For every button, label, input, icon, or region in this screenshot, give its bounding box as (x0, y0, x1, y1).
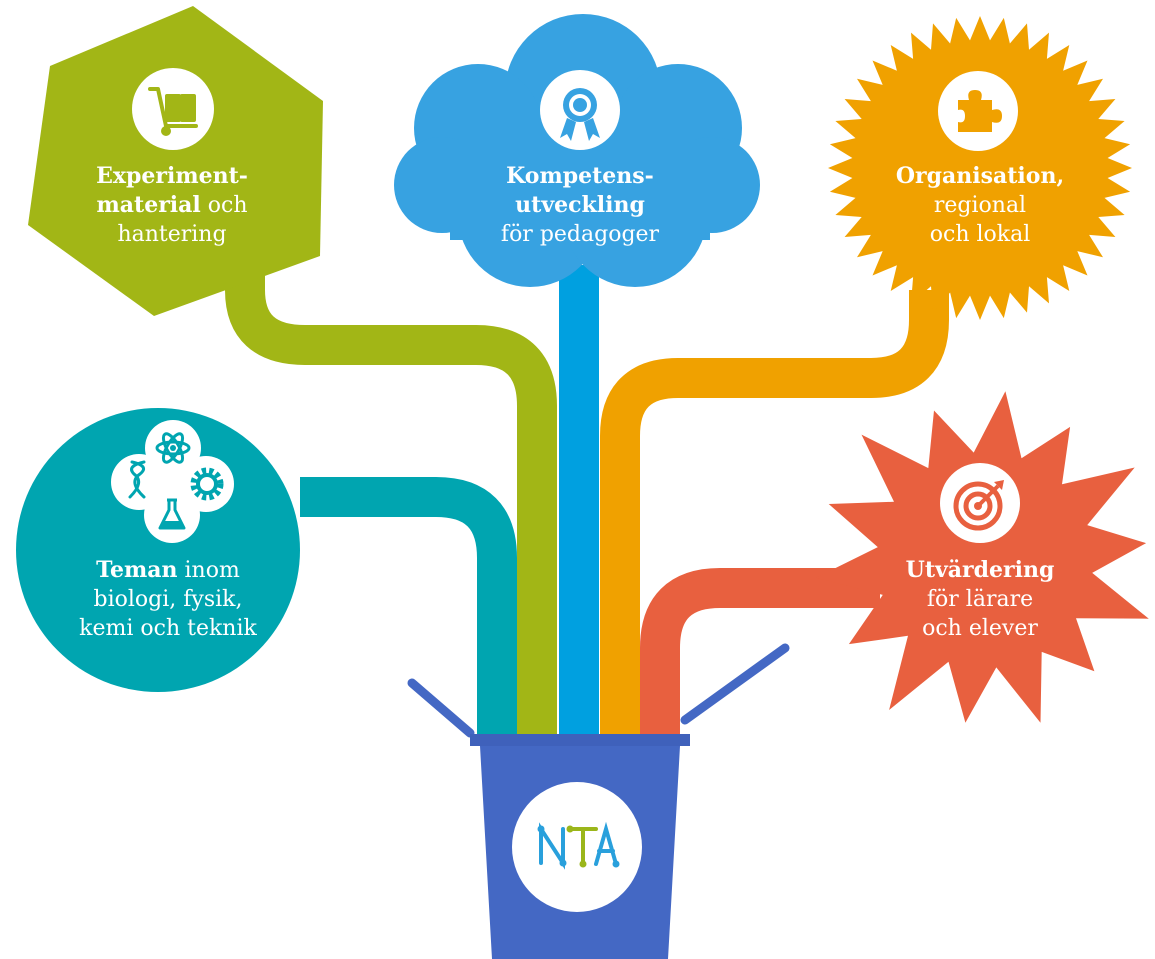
kompetens-cloud (394, 14, 760, 287)
pipe-utvardering (640, 568, 880, 745)
science-cluster-icon (111, 420, 234, 543)
nta-logo (537, 821, 620, 870)
kompetens-label: Kompetens- utveckling för pedagoger (500, 163, 660, 247)
pipe-organisation (600, 290, 949, 745)
experiment-hexagon (28, 6, 323, 316)
utvardering-label: Utvärdering för lärare och elever (905, 557, 1055, 641)
bucket-logo-disc (512, 782, 642, 912)
gear-icon (190, 467, 224, 501)
organisation-label: Organisation, regional och lokal (895, 163, 1065, 247)
organisation-sun (828, 16, 1132, 320)
pipe-teman (300, 477, 517, 745)
bucket-flap-right (680, 643, 790, 725)
bucket (407, 643, 790, 959)
teman-label: Teman inom biologi, fysik, kemi och tekn… (79, 557, 257, 641)
puzzle-piece-icon (938, 71, 1018, 151)
bucket-flap-left (407, 678, 475, 738)
experiment-label: Experiment- material och hantering (96, 163, 248, 247)
pipe-experiment (225, 255, 557, 745)
utvardering-star (815, 391, 1149, 723)
award-badge-icon (540, 70, 620, 150)
hand-truck-icon (132, 68, 214, 150)
target-arrow-icon (940, 463, 1020, 543)
